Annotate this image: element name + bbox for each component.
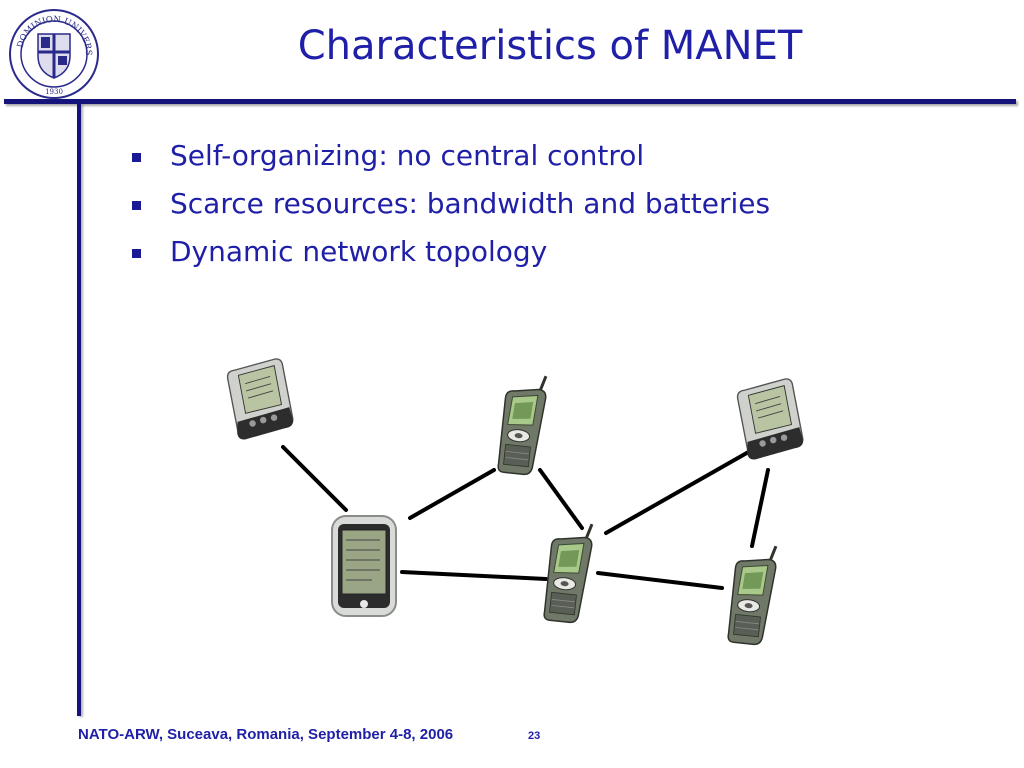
page-title: Characteristics of MANET <box>297 23 803 69</box>
mobile-phone-icon <box>496 370 550 478</box>
link-line <box>400 570 548 581</box>
link-line <box>281 445 348 512</box>
bullet-list: Self-organizing: no central control Scar… <box>128 134 770 278</box>
network-links <box>281 445 770 590</box>
mobile-phone-icon <box>542 518 596 626</box>
link-line <box>596 571 724 590</box>
bullet-text: Self-organizing: no central control <box>170 139 645 172</box>
bullet-text: Scarce resources: bandwidth and batterie… <box>170 187 771 220</box>
link-line <box>750 468 770 548</box>
bullet-item: Self-organizing: no central control <box>128 134 770 182</box>
header-divider <box>4 99 1016 104</box>
bullet-item: Dynamic network topology <box>128 230 770 278</box>
bullet-text: Dynamic network topology <box>170 235 548 268</box>
square-bullet-icon <box>132 201 141 210</box>
pda-icon <box>225 357 296 442</box>
footer-text: NATO-ARW, Suceava, Romania, September 4-… <box>78 726 454 743</box>
link-line <box>604 448 754 535</box>
page-number: 23 <box>528 730 541 742</box>
seal-year: 1930 <box>45 88 63 96</box>
link-line <box>538 468 584 530</box>
pda-icon <box>735 377 806 462</box>
bullet-item: Scarce resources: bandwidth and batterie… <box>128 182 770 230</box>
square-bullet-icon <box>132 153 141 162</box>
left-divider <box>77 104 81 716</box>
handheld-computer-icon <box>331 515 397 617</box>
university-seal-icon: OLD DOMINION UNIVERSITY 1930 <box>8 8 99 99</box>
link-line <box>408 468 496 520</box>
mobile-phone-icon <box>726 540 780 648</box>
square-bullet-icon <box>132 249 141 258</box>
